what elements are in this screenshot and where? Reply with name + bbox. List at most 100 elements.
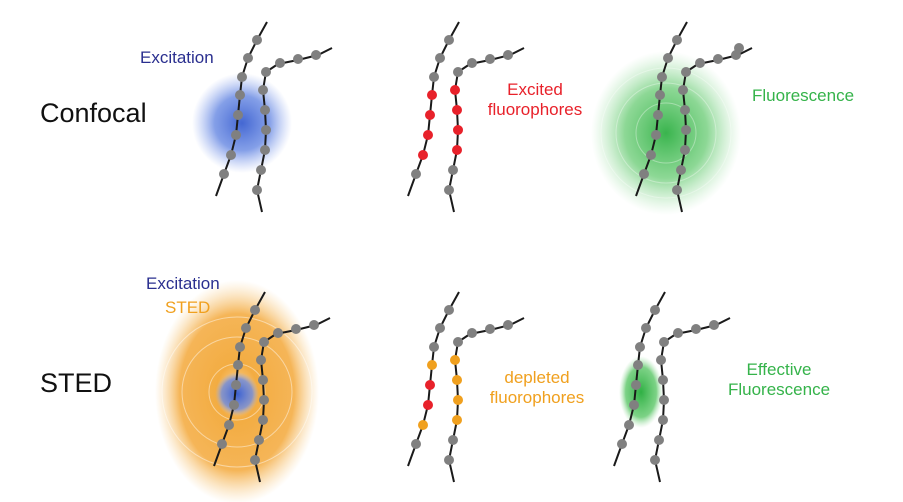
- fluorophore-bead: [423, 130, 433, 140]
- fluorophore-bead: [425, 110, 435, 120]
- effective-label-line1: Effective: [746, 360, 812, 379]
- fluorophore-bead: [411, 439, 421, 449]
- fluorophore-bead: [695, 58, 705, 68]
- fluorophore-bead: [673, 328, 683, 338]
- fluorophore-bead: [485, 324, 495, 334]
- fluorophore-bead: [713, 54, 723, 64]
- fluorophore-bead: [231, 130, 241, 140]
- fluorophore-bead: [657, 72, 667, 82]
- fluorophore-bead: [633, 360, 643, 370]
- fluorophore-bead: [659, 395, 669, 405]
- fluorophore-bead: [250, 455, 260, 465]
- fibre-sted-a: [213, 291, 266, 467]
- excited-fluorophores-label: Excited fluorophores: [480, 80, 590, 119]
- fluorophore-bead: [450, 355, 460, 365]
- fluorescence-rings: [600, 67, 732, 199]
- fluorophore-bead: [650, 455, 660, 465]
- fluorophore-bead: [235, 90, 245, 100]
- fibre-excited-b: [444, 47, 525, 213]
- fluorophore-bead: [275, 58, 285, 68]
- fluorophore-bead: [444, 455, 454, 465]
- fluorophore-bead: [429, 72, 439, 82]
- fluorophore-bead: [659, 337, 669, 347]
- fluorophore-bead: [681, 125, 691, 135]
- fluorophore-bead: [646, 150, 656, 160]
- fluorophore-bead: [503, 320, 513, 330]
- fluorophore-bead: [258, 415, 268, 425]
- fibre-fluorescence-b: [672, 47, 753, 213]
- fluorophore-bead: [418, 420, 428, 430]
- fluorophore-bead: [656, 355, 666, 365]
- fluorophore-bead: [453, 337, 463, 347]
- fluorophore-bead: [226, 150, 236, 160]
- fluorophore-bead: [676, 165, 686, 175]
- fluorophore-bead: [680, 105, 690, 115]
- fluorophore-bead: [734, 43, 744, 53]
- fluorophore-bead: [260, 105, 270, 115]
- fibre-line: [613, 291, 666, 467]
- fluorophore-bead: [467, 58, 477, 68]
- fluorophore-bead: [655, 90, 665, 100]
- fluorophore-bead: [224, 420, 234, 430]
- fluorophore-bead: [427, 90, 437, 100]
- fluorophore-bead: [256, 355, 266, 365]
- fluorophore-bead: [639, 169, 649, 179]
- fluorophore-bead: [273, 328, 283, 338]
- fluorophore-bead: [653, 110, 663, 120]
- fluorophore-bead: [219, 169, 229, 179]
- fluorophore-bead: [427, 360, 437, 370]
- fluorophore-bead: [444, 305, 454, 315]
- fluorophore-bead: [663, 53, 673, 63]
- fibre-line: [407, 291, 460, 467]
- fibre-confocal-excitation-a: [215, 21, 268, 197]
- fluorophore-bead: [691, 324, 701, 334]
- fluorophore-bead: [444, 35, 454, 45]
- sted-beam-label: STED: [165, 298, 211, 317]
- fluorescence-label: Fluorescence: [752, 86, 855, 105]
- fibre-fluorescence-a: [635, 21, 688, 197]
- fluorophore-bead: [237, 72, 247, 82]
- fluorophore-bead: [467, 328, 477, 338]
- fluorophore-bead: [259, 337, 269, 347]
- fluorophore-bead: [672, 185, 682, 195]
- fluorophore-bead: [291, 324, 301, 334]
- fluorescence-spot-confocal: [591, 51, 741, 215]
- fluorophore-bead: [311, 50, 321, 60]
- fluorophore-bead: [235, 342, 245, 352]
- fluorophore-bead: [293, 54, 303, 64]
- fluorophore-bead: [650, 305, 660, 315]
- fluorophore-bead: [448, 165, 458, 175]
- fluorophore-bead: [651, 130, 661, 140]
- depleted-fluorophores-label: depleted fluorophores: [480, 368, 594, 407]
- excited-label-line2: fluorophores: [487, 99, 583, 119]
- fluorophore-bead: [452, 145, 462, 155]
- effective-label-line2: Fluorescence: [727, 379, 831, 399]
- sted-rings: [161, 316, 313, 468]
- fluorophore-bead: [658, 415, 668, 425]
- fluorophore-bead: [261, 67, 271, 77]
- fluorophore-bead: [429, 342, 439, 352]
- fluorophore-bead: [411, 169, 421, 179]
- fluorophore-bead: [450, 85, 460, 95]
- fibre-effective-b: [650, 317, 731, 483]
- fluorophore-bead: [233, 360, 243, 370]
- fluorophore-bead: [658, 375, 668, 385]
- fluorophore-bead: [231, 380, 241, 390]
- fluorophore-bead: [250, 305, 260, 315]
- fluorophore-bead: [631, 380, 641, 390]
- fluorophore-bead: [233, 110, 243, 120]
- fluorophore-bead: [624, 420, 634, 430]
- confocal-row-title: Confocal: [40, 98, 147, 128]
- fluorophore-bead: [503, 50, 513, 60]
- fluorophore-bead: [258, 375, 268, 385]
- sted-excitation-core: [215, 372, 259, 416]
- fluorophore-bead: [453, 125, 463, 135]
- fluorophore-bead: [680, 145, 690, 155]
- fibre-depleted-b: [444, 317, 525, 483]
- fluorophore-bead: [260, 145, 270, 155]
- fluorophore-bead: [252, 185, 262, 195]
- fluorophore-bead: [229, 400, 239, 410]
- fibre-sted-b: [250, 317, 331, 483]
- sted-excitation-label: Excitation: [146, 274, 220, 293]
